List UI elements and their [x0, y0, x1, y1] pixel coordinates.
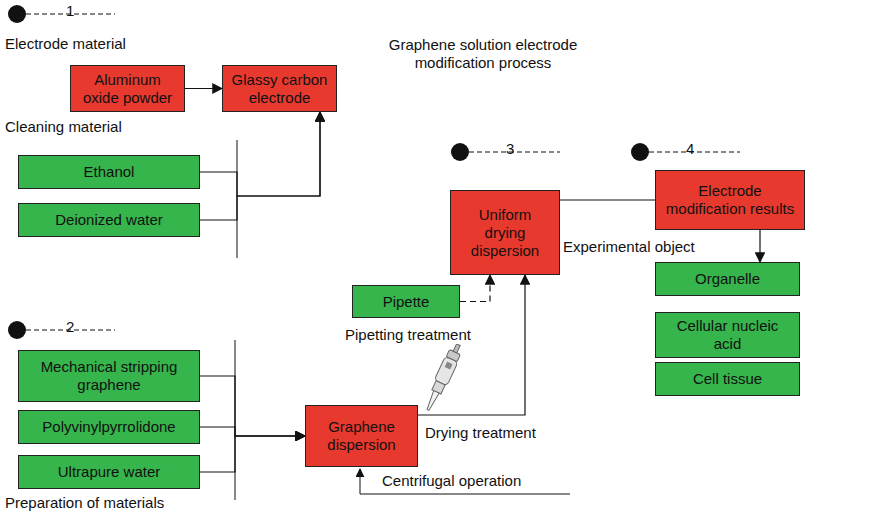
connector: [200, 112, 320, 196]
process-box: Electrode modification results: [655, 170, 805, 230]
box-text: Ultrapure water: [58, 463, 161, 481]
material-box: Mechanical stripping graphene: [18, 350, 200, 402]
box-text: Ethanol: [84, 163, 135, 181]
material-box: Cellular nucleic acid: [655, 312, 800, 358]
step-label: Pipetting treatment: [345, 326, 471, 344]
callout-number: 2: [66, 318, 74, 336]
callout-number: 4: [686, 140, 694, 158]
process-box: Glassy carbon electrode: [222, 65, 337, 112]
callout-number: 3: [506, 140, 514, 158]
step-label: Centrifugal operation: [382, 472, 521, 490]
part-label: Preparation of materials: [5, 494, 164, 512]
box-text: Uniform drying dispersion: [457, 206, 553, 260]
connector: [200, 427, 305, 436]
material-box: Ethanol: [18, 155, 200, 189]
box-text: Electrode modification results: [662, 182, 798, 218]
box-text: Cellular nucleic acid: [662, 317, 793, 353]
box-text: Pipette: [383, 293, 430, 311]
material-box: Ultrapure water: [18, 455, 200, 489]
pipette-illustration: [422, 342, 465, 413]
connector: [460, 275, 490, 302]
process-box: Aluminum oxide powder: [70, 65, 185, 112]
box-text: Glassy carbon electrode: [229, 71, 330, 107]
part-label: Electrode material: [5, 35, 126, 53]
callout-marker: [8, 5, 740, 339]
box-text: Aluminum oxide powder: [77, 71, 178, 107]
process-box: Graphene dispersion: [305, 405, 418, 467]
connector: [560, 199, 655, 200]
box-text: Mechanical stripping graphene: [25, 358, 193, 394]
box-text: Polyvinylpyrrolidone: [42, 418, 175, 436]
material-box: Cell tissue: [655, 362, 800, 396]
step-label: Drying treatment: [425, 424, 536, 442]
material-box: Polyvinylpyrrolidone: [18, 410, 200, 444]
connector: [200, 112, 320, 220]
connector: [185, 88, 222, 89]
connector: [759, 230, 760, 262]
box-text: Organelle: [695, 270, 760, 288]
connector: [200, 376, 305, 436]
title: Graphene solution electrode modification…: [388, 36, 578, 72]
material-box: Organelle: [655, 262, 800, 296]
box-text: Deionized water: [55, 211, 163, 229]
connector: [200, 436, 305, 472]
process-box: Uniform drying dispersion: [450, 190, 560, 275]
callout-number: 1: [66, 2, 74, 20]
box-text: Cell tissue: [693, 370, 762, 388]
material-box: Deionized water: [18, 203, 200, 237]
feedback-line: [360, 469, 570, 494]
part-label: Cleaning material: [5, 118, 122, 136]
group-label: Experimental object: [563, 238, 695, 256]
material-box: Pipette: [352, 285, 460, 318]
box-text: Graphene dispersion: [312, 418, 411, 454]
